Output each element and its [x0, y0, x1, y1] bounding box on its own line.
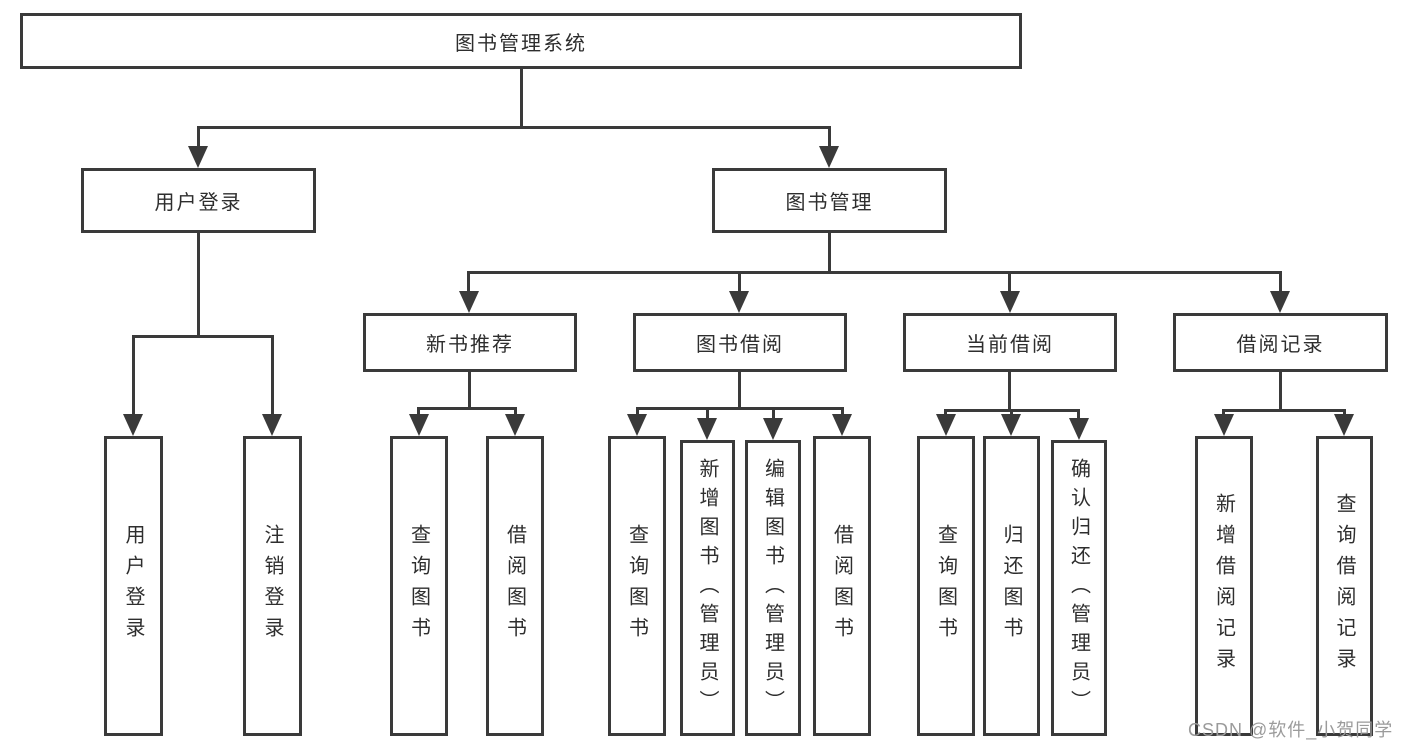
connector-line — [636, 407, 639, 416]
leaf-user-login: 用户登录 — [104, 436, 163, 736]
leaf-borrow-query-label: 查询图书 — [625, 524, 648, 648]
arrowhead-down-icon — [505, 414, 525, 436]
connector-line — [197, 126, 831, 129]
node-current-borrow-label: 当前借阅 — [966, 334, 1054, 356]
connector-line — [1279, 372, 1282, 409]
leaf-current-return-label: 归还图书 — [1000, 524, 1022, 648]
connector-line — [828, 233, 831, 271]
connector-line — [467, 271, 1282, 274]
connector-line — [944, 409, 947, 416]
leaf-borrow-borrow-book-label: 借阅图书 — [830, 524, 853, 648]
connector-line — [271, 335, 274, 415]
leaf-current-query: 查询图书 — [917, 436, 975, 736]
arrowhead-down-icon — [1270, 291, 1290, 313]
connector-line — [1010, 409, 1013, 416]
leaf-borrow-query: 查询图书 — [608, 436, 666, 736]
connector-line — [772, 407, 775, 420]
connector-line — [1222, 409, 1225, 416]
leaf-borrow-borrow-book: 借阅图书 — [813, 436, 871, 736]
node-new-book-recommend-label: 新书推荐 — [426, 334, 514, 356]
connector-line — [468, 372, 471, 407]
connector-line — [1008, 372, 1011, 409]
leaf-record-add: 新增借阅记录 — [1195, 436, 1253, 736]
connector-line — [467, 271, 470, 291]
arrowhead-down-icon — [1000, 291, 1020, 313]
leaf-borrow-edit-book-label: 编辑图书（管理员） — [761, 457, 784, 719]
arrowhead-down-icon — [936, 414, 956, 436]
node-borrow-records-label: 借阅记录 — [1236, 334, 1325, 356]
connector-line — [197, 233, 200, 335]
arrowhead-down-icon — [1334, 414, 1354, 436]
connector-line — [738, 271, 741, 291]
connector-line — [738, 372, 741, 407]
leaf-borrow-add-book: 新增图书（管理员） — [680, 440, 735, 736]
leaf-logout-label: 注销登录 — [261, 524, 283, 648]
node-new-book-recommend: 新书推荐 — [363, 313, 577, 372]
leaf-record-query-label: 查询借阅记录 — [1333, 493, 1355, 679]
node-borrow-records: 借阅记录 — [1173, 313, 1388, 372]
arrowhead-down-icon — [1214, 414, 1234, 436]
arrowhead-down-icon — [188, 146, 208, 168]
leaf-newbook-query: 查询图书 — [390, 436, 448, 736]
node-book-management-label: 图书管理 — [785, 192, 874, 214]
connector-line — [1222, 409, 1346, 412]
arrowhead-down-icon — [697, 418, 717, 440]
connector-line — [706, 407, 709, 420]
leaf-logout: 注销登录 — [243, 436, 302, 736]
connector-line — [636, 407, 844, 410]
node-user-login: 用户登录 — [81, 168, 316, 233]
connector-line — [520, 69, 523, 126]
leaf-borrow-add-book-label: 新增图书（管理员） — [696, 457, 718, 719]
node-root: 图书管理系统 — [20, 13, 1022, 69]
arrowhead-down-icon — [832, 414, 852, 436]
connector-line — [132, 335, 274, 338]
node-current-borrow: 当前借阅 — [903, 313, 1117, 372]
leaf-newbook-query-label: 查询图书 — [407, 524, 430, 648]
leaf-record-query: 查询借阅记录 — [1316, 436, 1373, 736]
leaf-current-query-label: 查询图书 — [934, 524, 957, 648]
arrowhead-down-icon — [763, 418, 783, 440]
connector-line — [1279, 271, 1282, 291]
node-book-management: 图书管理 — [712, 168, 947, 233]
arrowhead-down-icon — [459, 291, 479, 313]
node-book-borrow-label: 图书借阅 — [696, 334, 784, 356]
arrowhead-down-icon — [729, 291, 749, 313]
leaf-newbook-borrow-label: 借阅图书 — [503, 524, 526, 648]
arrowhead-down-icon — [1001, 414, 1021, 436]
connector-line — [197, 126, 200, 148]
connector-line — [1077, 409, 1080, 420]
arrowhead-down-icon — [819, 146, 839, 168]
connector-line — [417, 407, 517, 410]
connector-line — [1343, 409, 1346, 416]
arrowhead-down-icon — [123, 414, 143, 436]
connector-line — [1008, 271, 1011, 291]
leaf-current-confirm-return: 确认归还（管理员） — [1051, 440, 1107, 736]
leaf-newbook-borrow: 借阅图书 — [486, 436, 544, 736]
node-user-login-label: 用户登录 — [154, 192, 243, 214]
leaf-record-add-label: 新增借阅记录 — [1212, 493, 1235, 679]
leaf-borrow-edit-book: 编辑图书（管理员） — [745, 440, 801, 736]
connector-line — [828, 126, 831, 148]
leaf-user-login-label: 用户登录 — [122, 524, 144, 648]
arrowhead-down-icon — [262, 414, 282, 436]
connector-line — [417, 407, 420, 416]
watermark-text: CSDN @软件_小贺同学 — [1188, 720, 1394, 740]
arrowhead-down-icon — [1069, 418, 1089, 440]
node-book-borrow: 图书借阅 — [633, 313, 847, 372]
connector-line — [132, 335, 135, 415]
arrowhead-down-icon — [627, 414, 647, 436]
node-root-label: 图书管理系统 — [455, 32, 587, 55]
connector-line — [841, 407, 844, 416]
arrowhead-down-icon — [409, 414, 429, 436]
leaf-current-confirm-return-label: 确认归还（管理员） — [1067, 457, 1090, 719]
connector-line — [514, 407, 517, 416]
leaf-current-return: 归还图书 — [983, 436, 1040, 736]
